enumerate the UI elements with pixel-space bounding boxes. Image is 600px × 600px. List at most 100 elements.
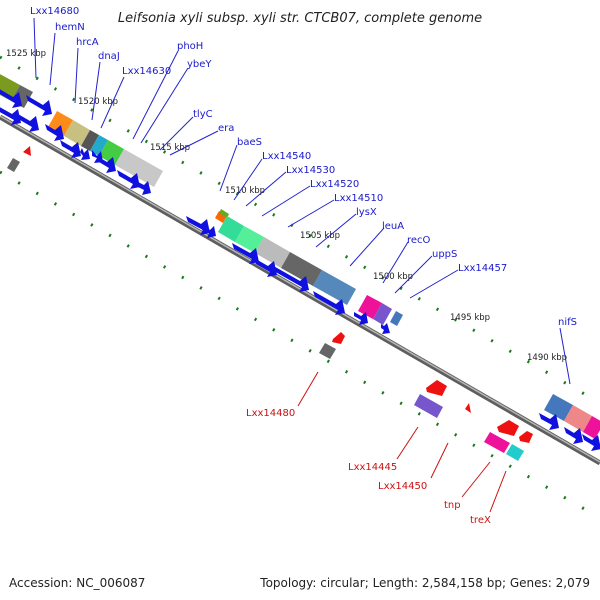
cds-arrow[interactable] <box>138 181 151 195</box>
cds-arrow[interactable] <box>117 170 140 189</box>
cds-arrow[interactable] <box>232 243 259 264</box>
gene-label[interactable]: Lxx14630 <box>122 66 171 77</box>
upper-label-leaders <box>33 17 571 385</box>
separator: ; <box>501 576 507 590</box>
protein-block[interactable] <box>358 295 382 319</box>
genome-backbone <box>0 114 600 466</box>
gene-label[interactable]: tnp <box>444 500 461 511</box>
cds-arrow[interactable] <box>332 332 345 344</box>
lower-label-leaders <box>297 371 507 513</box>
gene-label[interactable]: recO <box>407 235 431 246</box>
cds-arrow[interactable] <box>0 87 22 108</box>
cds-arrow[interactable] <box>60 140 81 158</box>
tick-track-inner <box>0 170 600 520</box>
topology-value: circular <box>320 576 365 590</box>
reverse-cds-arrows <box>23 146 533 443</box>
protein-block[interactable] <box>564 405 592 432</box>
protein-block[interactable] <box>313 270 356 305</box>
scale-label: 1495 kbp <box>450 313 490 323</box>
scale-label: 1525 kbp <box>6 49 46 59</box>
protein-block[interactable] <box>506 444 524 461</box>
protein-block[interactable] <box>544 394 573 421</box>
protein-block[interactable] <box>81 130 99 151</box>
gene-label[interactable]: Lxx14520 <box>310 179 359 190</box>
gene-label[interactable]: Lxx14530 <box>286 165 335 176</box>
gene-label[interactable]: Lxx14480 <box>246 408 295 419</box>
gene-label[interactable]: Lxx14540 <box>262 151 311 162</box>
scale-labels: 1525 kbp 1520 kbp 1515 kbp 1510 kbp 1505… <box>6 49 567 363</box>
cds-arrow[interactable] <box>381 323 390 334</box>
genome-summary: Topology: circular; Length: 2,584,158 bp… <box>260 576 590 590</box>
protein-block[interactable] <box>414 394 443 418</box>
protein-block[interactable] <box>255 237 290 268</box>
cds-arrow[interactable] <box>254 258 277 277</box>
gene-label[interactable]: treX <box>470 515 491 526</box>
cds-arrow[interactable] <box>80 148 90 160</box>
cds-arrow[interactable] <box>497 420 519 436</box>
cds-arrow[interactable] <box>564 427 583 444</box>
cds-arrow[interactable] <box>426 380 447 396</box>
protein-block[interactable] <box>319 343 336 359</box>
gene-label[interactable]: dnaJ <box>98 51 120 62</box>
gene-label[interactable]: hemN <box>55 22 85 33</box>
cds-arrow[interactable] <box>23 146 31 156</box>
protein-block[interactable] <box>281 252 322 286</box>
gene-label[interactable]: lysX <box>356 207 377 218</box>
protein-block[interactable] <box>90 135 108 156</box>
gene-label[interactable]: Lxx14445 <box>348 462 397 473</box>
cds-arrow[interactable] <box>26 95 52 116</box>
cds-arrow[interactable] <box>270 264 309 292</box>
gene-label[interactable]: Lxx14510 <box>334 193 383 204</box>
protein-block[interactable] <box>99 140 124 165</box>
topology-label: Topology: <box>260 576 317 590</box>
protein-block[interactable] <box>219 209 229 218</box>
gene-label[interactable]: Lxx14457 <box>458 263 507 274</box>
gene-label[interactable]: leuA <box>382 221 404 232</box>
gene-label[interactable]: phoH <box>177 41 203 52</box>
protein-block[interactable] <box>235 226 264 253</box>
gene-label[interactable]: nifS <box>558 317 577 328</box>
scale-label: 1510 kbp <box>225 186 265 196</box>
cds-arrow[interactable] <box>519 431 533 443</box>
scale-label: 1520 kbp <box>78 97 118 107</box>
protein-block[interactable] <box>390 311 403 326</box>
lower-gene-labels: Lxx14480 Lxx14445 Lxx14450 tnp treX <box>246 408 491 526</box>
protein-block[interactable] <box>7 158 20 172</box>
gene-label[interactable]: tlyC <box>193 109 213 120</box>
cds-arrow[interactable] <box>97 156 116 173</box>
gene-label[interactable]: ybeY <box>187 59 212 70</box>
forward-cds-arrows <box>0 87 600 451</box>
scale-label: 1500 kbp <box>373 272 413 282</box>
cds-arrow[interactable] <box>18 114 39 132</box>
gene-label[interactable]: Lxx14450 <box>378 481 427 492</box>
gene-label[interactable]: uppS <box>432 249 457 260</box>
protein-block[interactable] <box>373 303 392 325</box>
length-label: Length: <box>372 576 419 590</box>
scale-label: 1490 kbp <box>527 353 567 363</box>
gene-label[interactable]: hrcA <box>76 37 99 48</box>
protein-block[interactable] <box>218 216 244 242</box>
protein-block[interactable] <box>215 211 227 223</box>
cds-arrow[interactable] <box>354 312 368 325</box>
cds-arrow[interactable] <box>539 413 559 430</box>
genes-value: 2,079 <box>555 576 590 590</box>
gene-label[interactable]: baeS <box>237 137 262 148</box>
cds-arrow[interactable] <box>313 291 345 315</box>
protein-block[interactable] <box>115 149 163 187</box>
cds-arrow[interactable] <box>45 124 64 141</box>
cds-arrow[interactable] <box>582 434 600 451</box>
protein-block[interactable] <box>64 120 90 146</box>
gene-label[interactable]: era <box>218 123 234 134</box>
genes-label: Genes: <box>509 576 552 590</box>
cds-arrow[interactable] <box>465 403 471 413</box>
cds-arrow[interactable] <box>202 225 216 238</box>
accession-value: NC_006087 <box>76 576 146 590</box>
upper-gene-labels: Lxx14680 hemN hrcA dnaJ Lxx14630 phoH yb… <box>30 6 577 328</box>
protein-block[interactable] <box>484 432 510 453</box>
scale-label: 1505 kbp <box>300 231 340 241</box>
protein-block[interactable] <box>583 416 600 439</box>
gene-label[interactable]: Lxx14680 <box>30 6 79 17</box>
cds-arrow[interactable] <box>0 105 21 125</box>
scale-label: 1515 kbp <box>150 143 190 153</box>
